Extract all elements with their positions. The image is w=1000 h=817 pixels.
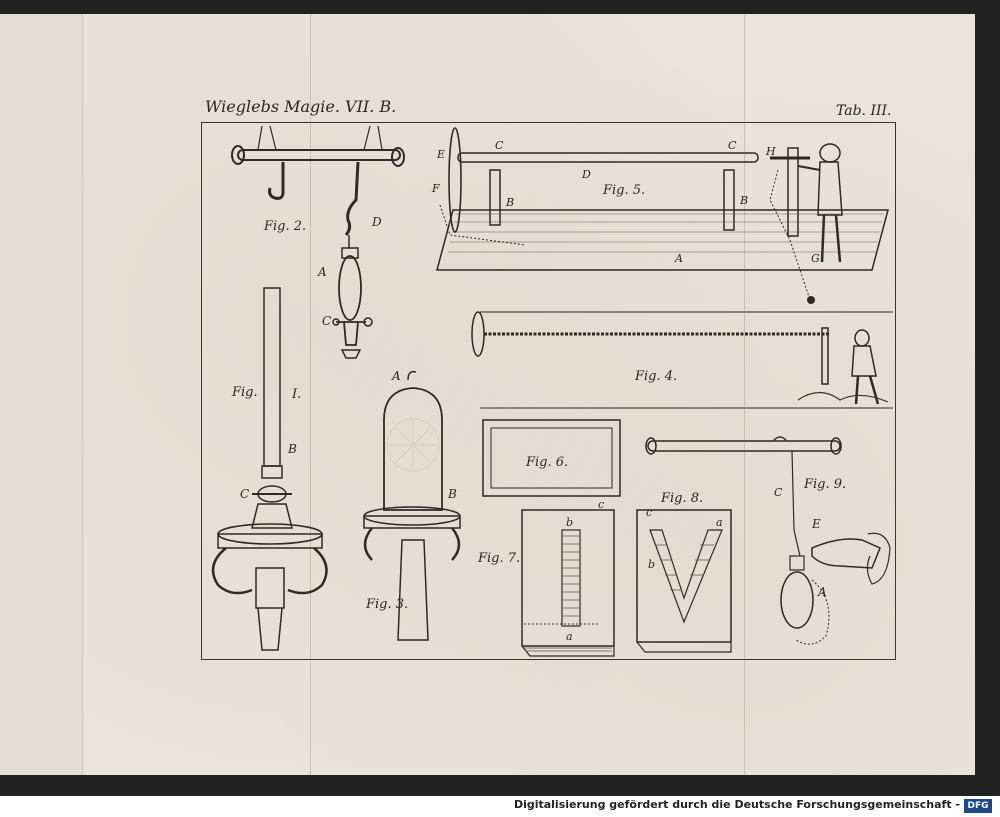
page-fold-line xyxy=(744,14,745,775)
digitization-footer: Digitalisierung gefördert durch die Deut… xyxy=(0,796,1000,817)
page-margin-strip xyxy=(0,14,83,775)
fig5-label-f: F xyxy=(431,182,440,195)
fig5-label-b1: B xyxy=(505,196,514,209)
fig1-label-c: C xyxy=(240,487,249,501)
fig8-label-a: a xyxy=(716,516,723,529)
figure-8-v-block xyxy=(636,509,732,653)
fig9-label-c: C xyxy=(774,486,783,499)
fig7-label-a: a xyxy=(566,630,573,643)
fig2-label-d: D xyxy=(371,215,382,229)
fig2-label-c: C xyxy=(322,314,331,328)
fig2-caption: Fig. 2. xyxy=(263,219,306,234)
dfg-logo: DFG xyxy=(964,799,992,813)
figure-6-frame xyxy=(482,419,621,497)
fig3-label-b: B xyxy=(447,487,457,501)
fig2-label-a: A xyxy=(317,265,327,279)
fig8-caption: Fig. 8. xyxy=(660,491,703,506)
page-fold-line xyxy=(310,14,311,775)
figure-1-tube-on-stand xyxy=(211,287,328,651)
fig7-caption: Fig. 7. xyxy=(477,551,520,566)
funding-credit: Digitalisierung gefördert durch die Deut… xyxy=(513,798,960,811)
figure-9-bar-and-bottle xyxy=(645,436,891,645)
fig8-label-c: c xyxy=(646,506,652,519)
fig5-label-a: A xyxy=(674,252,683,265)
fig5-label-e: E xyxy=(436,148,445,161)
engraved-plate-frame xyxy=(201,122,896,660)
figure-3-bell-jar xyxy=(363,370,461,641)
book-page xyxy=(0,14,975,775)
fig7-label-b: b xyxy=(566,516,573,529)
fig9-label-e: E xyxy=(811,517,821,531)
fig1-label-b: B xyxy=(287,442,297,456)
figure-4-long-cord xyxy=(471,311,893,409)
fig9-caption: Fig. 9. xyxy=(803,477,846,492)
fig4-caption: Fig. 4. xyxy=(634,369,677,384)
fig5-label-g: G xyxy=(811,252,820,265)
fig1-caption-fig: Fig. xyxy=(231,385,258,400)
fig3-label-a: A xyxy=(391,369,401,383)
figure-5-conductor-apparatus xyxy=(436,127,889,304)
fig1-caption-number: I. xyxy=(291,387,301,402)
fig5-label-h: H xyxy=(765,145,776,158)
figure-7-block xyxy=(521,509,615,657)
book-title: Wieglebs Magie. VII. B. xyxy=(205,97,397,116)
fig9-label-a: A xyxy=(817,585,827,599)
fig5-label-c1: C xyxy=(495,139,504,152)
fig6-caption: Fig. 6. xyxy=(525,455,568,470)
fig5-label-b2: B xyxy=(739,194,748,207)
figure-2-suspended-bar xyxy=(231,125,405,359)
fig3-caption: Fig. 3. xyxy=(365,597,408,612)
fig5-label-d: D xyxy=(581,168,591,181)
fig5-label-c2: C xyxy=(728,139,737,152)
fig8-label-b: b xyxy=(648,558,655,571)
plate-number: Tab. III. xyxy=(836,103,892,119)
fig5-caption: Fig. 5. xyxy=(602,183,645,198)
fig7-label-c: c xyxy=(598,498,604,511)
